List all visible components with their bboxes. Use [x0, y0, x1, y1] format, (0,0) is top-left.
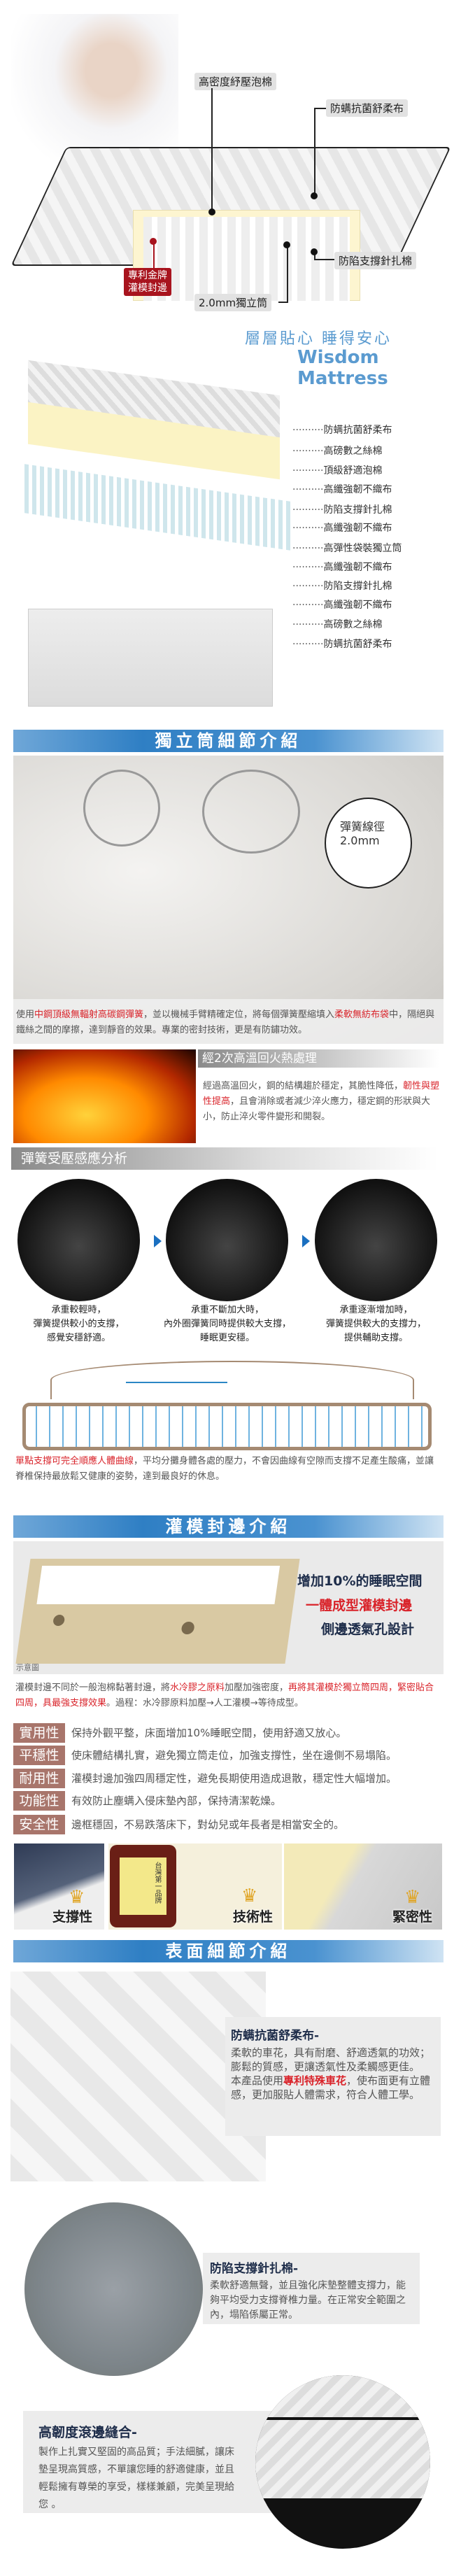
arrow-right-icon [154, 1235, 162, 1247]
section-header-edge: 灌模封邊介紹 [13, 1515, 444, 1538]
fabric-title: 防螨抗菌舒柔布- [231, 2029, 320, 2043]
heat-treatment-title: 經2次高溫回火熱處理 [198, 1049, 439, 1068]
heat-treatment-description: 經過高溫回火，鋼的結構趨於穩定，其脆性降低，韌性與塑性提高，且會消除或者減少淬火… [203, 1081, 440, 1122]
spring-description: 使用中鋼頂級無輻射高碳鋼彈簧，並以機械手臂精確定位，將每個彈簧壓縮填入柔軟無紡布… [16, 1010, 435, 1035]
fabric-text-1: 柔軟的車花，具有耐磨、舒適透氣的功效；膨鬆的質感，更讓透氣性及柔觸感更佳。 [231, 2046, 431, 2073]
layer-label: 高磅數之絲棉 [292, 444, 383, 458]
feature-tag: 安全性 [13, 1815, 65, 1834]
feature-text: 灌模封邊加強四周穩定性，避免長期使用造成退散，穩定性大幅增加。 [71, 1772, 397, 1785]
needle-info-box: 防陷支撐針扎棉- 柔軟舒適無聲，並且強化床墊整體支撐力，能夠平均受力支撐脊椎力量… [203, 2253, 420, 2324]
label-2mm-spring: 2.0mm獨立筒 [194, 294, 272, 311]
quilted-fabric-photo [10, 1972, 266, 2181]
edge-illustration-panel: 增加10%的睡眠空間 一體成型灌模封邊 側邊透氣孔設計 示意圖 [13, 1541, 444, 1674]
photo-caption: 技術性 [233, 1909, 274, 1925]
edge-label: 一體成型灌模封邊 [306, 1598, 413, 1613]
section-header-surface: 表面細節介紹 [13, 1940, 444, 1962]
photo-caption: 支撐性 [52, 1909, 93, 1925]
layer-label: 防陷支撐針扎棉 [292, 502, 392, 516]
label-antimite-fabric: 防螨抗菌舒柔布 [326, 99, 409, 117]
support-photo: ♛ 支撐性 [14, 1843, 104, 1930]
piping-text: 製作上扎實又堅固的高品質；手法細膩，讓床墊呈現高質感，不單讓您睡的舒適健康，並且… [38, 2447, 234, 2510]
needle-text: 柔軟舒適無聲，並且強化床墊整體支撐力，能夠平均受力支撐脊椎力量。在正常安全範圍之… [210, 2280, 406, 2321]
feature-tag: 耐用性 [13, 1769, 65, 1788]
layer-label: 高磅數之絲棉 [292, 617, 383, 631]
layer-label: 高纖強韌不織布 [292, 482, 392, 496]
needle-cotton-photo [24, 2202, 203, 2376]
feature-tag: 功能性 [13, 1791, 65, 1811]
crown-icon: ♛ [404, 1887, 421, 1908]
layer-label: 防陷支撐針扎棉 [292, 579, 392, 593]
tagline: 層層貼心 睡得安心 [245, 330, 392, 348]
wire-diameter-text: 彈簧線徑 2.0mm [340, 820, 385, 847]
crown-icon: ♛ [69, 1887, 85, 1908]
fabric-text-2: 本產品使用專利特殊車花，使布面更有立體感，更加服貼人體需求，符合人體工學。 [231, 2074, 431, 2101]
needle-title: 防陷支撐針扎棉- [210, 2262, 299, 2276]
feature-text: 使床體結構扎實，避免獨立筒走位，加強支撐性，坐在邊側不易塌陷。 [71, 1749, 397, 1762]
feature-tag: 平穩性 [13, 1746, 65, 1765]
layer-exploded-diagram [21, 360, 294, 710]
stage-caption: 承重不斷加大時，內外圈彈簧同時提供較大支撐，睡眠更安穩。 [163, 1305, 291, 1343]
pressure-analysis-title: 彈簧受壓感應分析 [11, 1147, 438, 1170]
molded-edge-frame-image [15, 1559, 300, 1664]
brand-name: Wisdom Mattress [297, 347, 388, 389]
piping-title: 高韌度滾邊縫合- [38, 2425, 137, 2440]
fire-tempering-photo [13, 1049, 196, 1143]
photo-caption: 緊密性 [392, 1909, 433, 1925]
feature-text: 保持外觀平整，床面增加10%睡眠空間，使用舒適又放心。 [71, 1727, 347, 1739]
award-plaque: 台灣第一品牌 [110, 1845, 176, 1927]
layer-label: 高彈性袋裝獨立筒 [292, 541, 402, 555]
illustration-note: 示意圖 [16, 1663, 39, 1672]
spring-closeup-photo: 彈簧線徑 2.0mm [13, 756, 444, 1044]
edge-label: 側邊透氣孔設計 [321, 1622, 415, 1637]
label-high-density-foam: 高密度紓壓泡棉 [194, 73, 277, 90]
mattress-cutaway-image [10, 147, 451, 308]
feature-text: 邊框穩固，不易跌落床下，對幼兒或年長者是相當安全的。 [71, 1818, 345, 1831]
body-support-diagram [22, 1354, 432, 1450]
spring-heavy-load-image [315, 1179, 437, 1301]
layer-label: 高纖強韌不織布 [292, 597, 392, 611]
piping-closeup-photo [255, 2375, 430, 2549]
crown-icon: ♛ [241, 1885, 258, 1906]
edge-label: 增加10%的睡眠空間 [297, 1573, 423, 1589]
layer-label: 高纖強韌不織布 [292, 521, 392, 535]
stage-caption: 承重較輕時，彈簧提供較小的支撐，感覺安穩舒適。 [33, 1305, 125, 1343]
label-patent-edge: 專利金牌 灌模封邊 [124, 268, 171, 296]
piping-info-box: 高韌度滾邊縫合- 製作上扎實又堅固的高品質；手法細膩，讓床墊呈現高質感，不單讓您… [23, 2411, 275, 2513]
layer-label: 防螨抗菌舒柔布 [292, 637, 392, 651]
feature-tag: 實用性 [13, 1723, 65, 1743]
feature-text: 有效防止塵螨入侵床墊內部，保持清潔乾燥。 [71, 1795, 282, 1807]
body-support-description: 單點支撐可完全順應人體曲線，平均分攤身體各處的壓力，不會因曲線有空隙而支撐不足產… [15, 1456, 434, 1482]
plaque-text: 台灣第一品牌 [120, 1857, 166, 1915]
spring-medium-load-image [166, 1179, 288, 1301]
certificate-photo: 台灣第一品牌 ♛ 技術性 [108, 1843, 282, 1930]
section-header-spring: 獨立筒細節介紹 [13, 730, 444, 752]
label-needle-cotton: 防陷支撐針扎棉 [334, 252, 417, 269]
layer-label: 頂級舒適泡棉 [292, 463, 383, 477]
spring-light-load-image [17, 1179, 140, 1301]
stage-caption: 承重逐漸增加時，彈簧提供較大的支撐力，提供輔助支撐。 [325, 1305, 426, 1343]
density-photo: ♛ 緊密性 [284, 1843, 442, 1930]
layer-label: 防螨抗菌舒柔布 [292, 423, 392, 437]
wire-diameter-callout: 彈簧線徑 2.0mm [325, 798, 412, 889]
fabric-info-box: 防螨抗菌舒柔布- 柔軟的車花，具有耐磨、舒適透氣的功效；膨鬆的質感，更讓透氣性及… [225, 2017, 441, 2136]
edge-description: 灌模封邊不同於一般泡棉黏著封邊，將水冷膠之原料加壓加強密度，再將其灌模於獨立筒四… [15, 1683, 434, 1708]
layer-label: 高纖強韌不織布 [292, 560, 392, 574]
arrow-right-icon [302, 1235, 310, 1247]
